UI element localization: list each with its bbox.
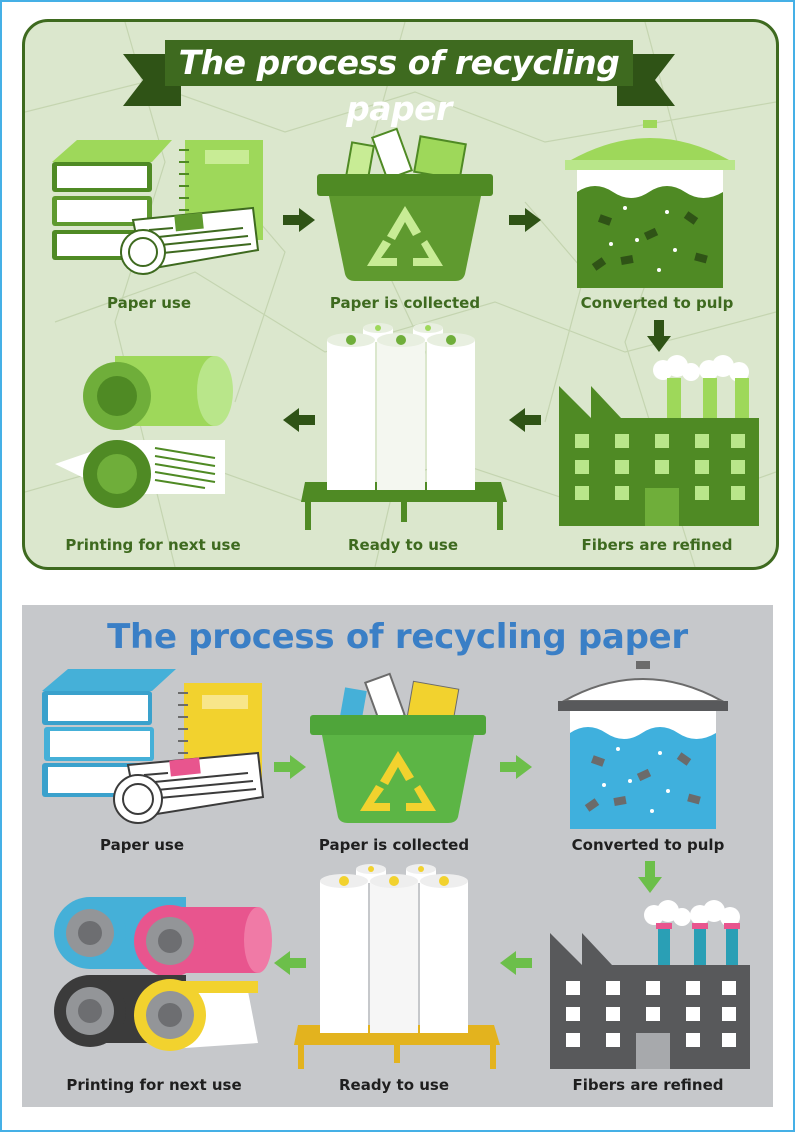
step-label-printing-for-next-use: Printing for next use <box>65 536 241 554</box>
printing-rollers-icon <box>55 356 233 508</box>
printing-rollers-icon <box>54 897 272 1051</box>
arrow-left-icon <box>274 951 306 975</box>
recycling-infographic-color: The process of recycling paper Paper use <box>22 605 773 1107</box>
step-label-fibers-are-refined: Fibers are refined <box>581 536 733 554</box>
arrow-left-icon <box>509 408 541 432</box>
step-label-paper-is-collected: Paper is collected <box>318 836 470 854</box>
step-label-converted-to-pulp: Converted to pulp <box>580 294 734 312</box>
recycling-infographic-green: The process of recycling paper P <box>22 19 779 570</box>
pulp-tank-icon <box>558 661 728 829</box>
paper-rolls-icon <box>301 323 507 530</box>
newspaper-icon <box>113 751 265 824</box>
recycling-bin-icon <box>310 672 486 823</box>
newspaper-icon <box>120 206 260 275</box>
step-label-printing-for-next-use: Printing for next use <box>66 1076 242 1094</box>
infographic-title: The process of recycling paper <box>165 40 633 128</box>
recycling-bin-icon <box>317 127 493 281</box>
step-label-paper-use: Paper use <box>106 294 192 312</box>
step-label-converted-to-pulp: Converted to pulp <box>571 836 725 854</box>
paper-rolls-icon <box>294 864 500 1069</box>
arrow-right-icon <box>500 755 532 779</box>
factory-icon <box>550 900 750 1069</box>
step-label-fibers-are-refined: Fibers are refined <box>572 1076 724 1094</box>
step-label-paper-use: Paper use <box>99 836 185 854</box>
infographic-title: The process of recycling paper <box>107 617 688 657</box>
pulp-tank-icon <box>565 120 735 288</box>
step-label-paper-is-collected: Paper is collected <box>329 294 481 312</box>
arrow-left-icon <box>500 951 532 975</box>
step-label-ready-to-use: Ready to use <box>338 1076 450 1094</box>
arrow-down-icon <box>638 861 662 893</box>
arrow-right-icon <box>283 208 315 232</box>
arrow-right-icon <box>274 755 306 779</box>
arrow-down-icon <box>647 320 671 352</box>
step-label-ready-to-use: Ready to use <box>347 536 459 554</box>
arrow-right-icon <box>509 208 541 232</box>
recycle-symbol-icon <box>367 206 443 266</box>
recycle-symbol-icon <box>360 751 436 811</box>
arrow-left-icon <box>283 408 315 432</box>
factory-icon <box>559 355 759 526</box>
